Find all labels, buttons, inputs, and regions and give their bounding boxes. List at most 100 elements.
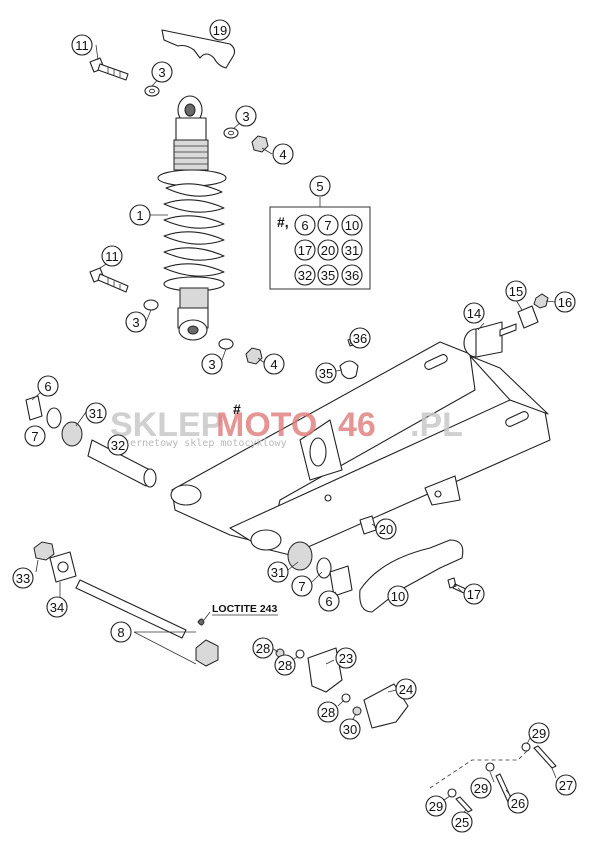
callout-17: 17	[294, 239, 316, 261]
watermark-brand-3: 46	[338, 406, 376, 444]
callout-19: 19	[209, 19, 231, 41]
callout-circle	[463, 583, 485, 605]
part-hook-spanner	[161, 29, 236, 69]
callout-circle	[425, 795, 447, 817]
callout-number: 11	[75, 38, 89, 53]
callout-7: 7	[24, 425, 46, 447]
callout-circle	[317, 264, 339, 286]
callout-number: 34	[50, 600, 64, 615]
callout-35: 35	[317, 264, 339, 286]
callout-number: 32	[298, 268, 312, 283]
callout-number: 31	[271, 565, 285, 580]
callout-circle	[263, 353, 285, 375]
part-shock-absorber	[157, 95, 227, 341]
part-swingarm	[170, 341, 551, 556]
callout-circle	[451, 811, 473, 833]
callout-number: 6	[44, 379, 51, 394]
callout-34: 34	[46, 596, 68, 618]
callout-number: 17	[467, 587, 481, 602]
callout-20: 20	[375, 518, 397, 540]
callout-4: 4	[272, 143, 294, 165]
callout-circle	[101, 245, 123, 267]
callout-20: 20	[317, 239, 339, 261]
callout-circle	[209, 19, 231, 41]
callout-circle	[349, 327, 371, 349]
callout-number: 29	[429, 799, 443, 814]
part-chain-guide	[359, 539, 464, 613]
callout-circle	[46, 596, 68, 618]
callout-number: 27	[559, 778, 573, 793]
callout-circle	[129, 204, 151, 226]
callout-number: 32	[111, 438, 125, 453]
loctite-note: LOCTITE 243	[212, 603, 278, 615]
callout-10: 10	[387, 585, 409, 607]
callout-25: 25	[451, 811, 473, 833]
callout-circle	[12, 567, 34, 589]
callout-number: 36	[345, 268, 359, 283]
callout-circle	[463, 302, 485, 324]
part-nut	[245, 347, 263, 365]
callout-number: 23	[339, 651, 353, 666]
callout-circle	[294, 214, 316, 236]
callout-circle	[507, 792, 529, 814]
callout-31: 31	[341, 239, 363, 261]
callout-circle	[555, 774, 577, 796]
part-small-bolts	[447, 742, 557, 813]
callout-circle	[387, 585, 409, 607]
callout-circle	[85, 402, 107, 424]
callout-24: 24	[395, 678, 417, 700]
callout-number: 28	[256, 641, 270, 656]
callout-circle	[528, 722, 550, 744]
callout-number: 4	[279, 147, 286, 162]
watermark-brand-4: .PL	[410, 406, 463, 444]
callout-number: 28	[278, 658, 292, 673]
callout-circle	[201, 353, 223, 375]
callout-number: 3	[158, 65, 165, 80]
part-upper-bolt	[89, 57, 129, 81]
callout-26: 26	[507, 792, 529, 814]
watermark-tagline: internetowy sklep motocyklowy	[112, 438, 287, 449]
callout-number: 30	[343, 722, 357, 737]
part-washer	[143, 299, 159, 311]
callout-circle	[315, 362, 337, 384]
callout-32: 32	[107, 434, 129, 456]
watermark-brand-1: SKLEP	[110, 406, 223, 444]
callout-number: 1	[136, 208, 143, 223]
callout-28: 28	[252, 637, 274, 659]
callout-circle	[267, 561, 289, 583]
callout-number: 29	[532, 726, 546, 741]
callout-6: 6	[294, 214, 316, 236]
callout-circle	[375, 518, 397, 540]
callout-number: 20	[379, 522, 393, 537]
callout-number: 35	[321, 268, 335, 283]
callout-11: 11	[101, 245, 123, 267]
callout-circle	[110, 621, 132, 643]
callout-circle	[71, 34, 93, 56]
callout-circle	[252, 637, 274, 659]
callout-circle	[317, 701, 339, 723]
callout-number: 7	[324, 218, 331, 233]
callout-3: 3	[125, 311, 147, 333]
callout-circle	[24, 425, 46, 447]
callout-number: 24	[399, 682, 413, 697]
callout-28: 28	[274, 654, 296, 676]
callout-circle	[309, 175, 331, 197]
callout-number: 6	[325, 594, 332, 609]
callout-3: 3	[201, 353, 223, 375]
callout-circle	[317, 239, 339, 261]
callout-6: 6	[318, 590, 340, 612]
callout-number: 31	[89, 406, 103, 421]
callout-number: 6	[301, 218, 308, 233]
callout-number: 8	[117, 625, 124, 640]
callout-circle	[317, 214, 339, 236]
part-swingarm-pivot	[33, 541, 219, 667]
callout-number: 29	[474, 781, 488, 796]
callout-circle	[341, 214, 363, 236]
callout-circle	[107, 434, 129, 456]
watermark: SKLEP MOTO 46 .PL internetowy sklep moto…	[110, 406, 463, 449]
callout-number: 26	[511, 796, 525, 811]
callout-36: 36	[349, 327, 371, 349]
callout-number: 7	[31, 429, 38, 444]
watermark-brand-2: MOTO	[216, 406, 317, 444]
callout-3: 3	[151, 61, 173, 83]
